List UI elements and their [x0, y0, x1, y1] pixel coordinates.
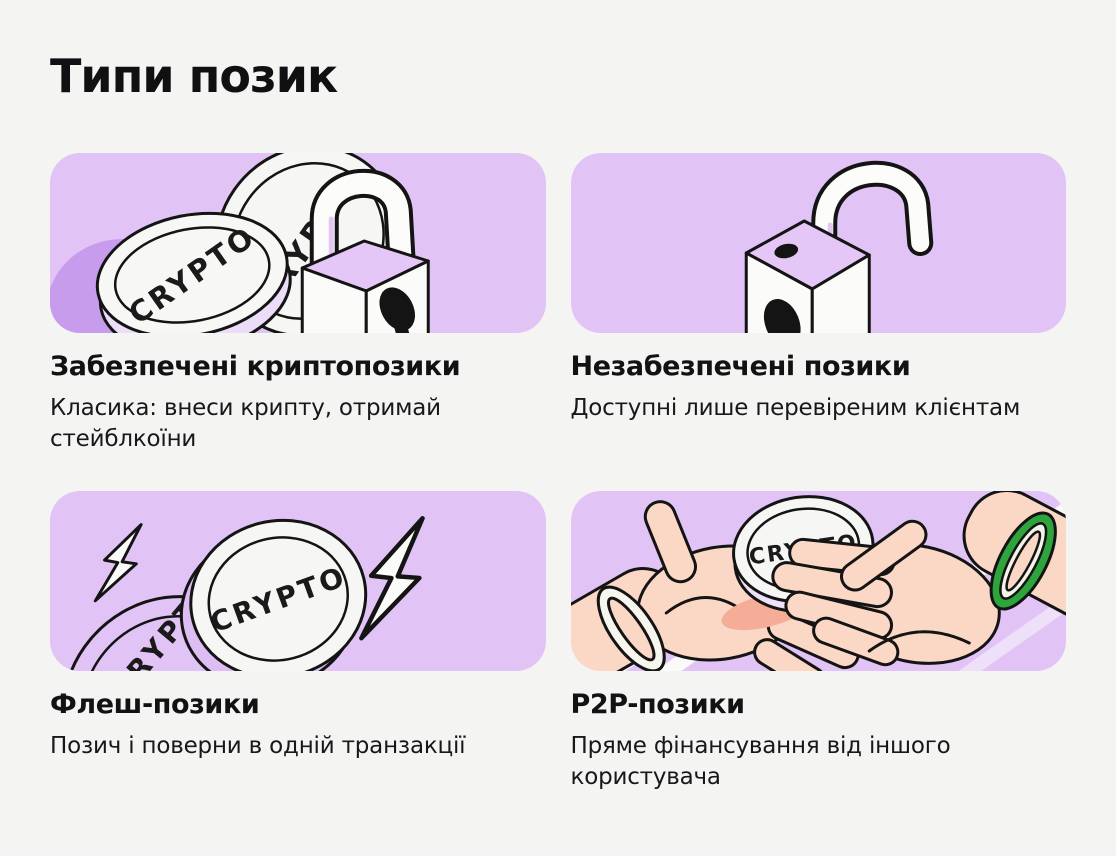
- card-heading: Забезпечені криптопозики: [50, 350, 461, 382]
- crypto-coins-locked-padlock-icon: CRYPTO CRYPTO: [50, 152, 430, 333]
- card-description: Класика: внеси крипту, отримай стейблкої…: [50, 395, 441, 453]
- unsecured-loans-figure: [570, 152, 1066, 333]
- card-description: Доступні лише перевіреним клієнтам: [570, 395, 1021, 422]
- secured-loans-figure: CRYPTO CRYPTO: [50, 152, 546, 333]
- card-heading: Флеш-позики: [50, 689, 260, 721]
- page-title: Типи позик: [50, 49, 338, 103]
- p2p-loans-figure: CRYPTO: [570, 491, 1066, 672]
- card-description: Пряме фінансування від іншого користувач…: [570, 733, 951, 791]
- infographic: Типи позик CRYPTO: [50, 49, 1066, 829]
- keyhole: [379, 287, 416, 331]
- lightning-bolt-right: [359, 516, 425, 641]
- keyhole: [763, 298, 801, 333]
- flash-loans-figure: CRYPTO CRYPTO: [50, 491, 546, 672]
- card-heading: Незабезпечені позики: [570, 350, 911, 382]
- crypto-coin-lightning-icon: CRYPTO CRYPTO: [60, 516, 425, 672]
- card-description: Позич і поверни в одній транзакції: [50, 733, 466, 760]
- closed-padlock-icon: [300, 168, 430, 333]
- crypto-coin-front: CRYPTO: [95, 211, 292, 333]
- card-p2p-loans: CRYPTO: [570, 491, 1066, 829]
- cards-grid: CRYPTO CRYPTO: [50, 152, 1066, 829]
- card-flash-loans: CRYPTO CRYPTO Флеш-позики Позич і поверн…: [50, 491, 546, 829]
- card-unsecured-loans: Незабезпечені позики Доступні лише перев…: [570, 152, 1066, 491]
- card-heading: P2P-позики: [570, 689, 746, 721]
- lightning-bolt-left: [93, 523, 143, 603]
- open-padlock-icon: [744, 160, 933, 333]
- shackle-hole: [773, 243, 798, 259]
- card-secured-loans: CRYPTO CRYPTO: [50, 152, 546, 491]
- green-bracelet: [989, 511, 1057, 611]
- crypto-coin-main: CRYPTO: [179, 518, 368, 672]
- hands-exchanging-coin-icon: CRYPTO: [570, 491, 1066, 672]
- white-bracelet: [596, 585, 666, 672]
- right-hand: [770, 491, 1066, 667]
